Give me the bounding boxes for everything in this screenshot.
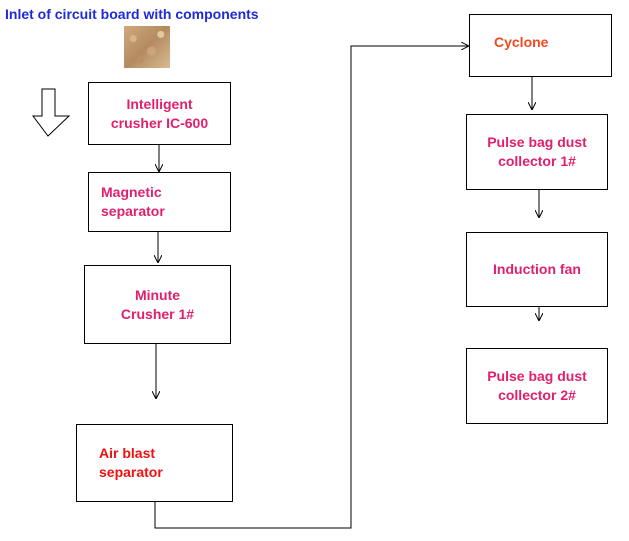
node-minute-crusher: Minute Crusher 1# (84, 265, 231, 344)
node-air-blast-separator-label: Air blast separator (99, 445, 163, 480)
node-intelligent-crusher-label: Intelligent crusher IC-600 (110, 95, 209, 131)
node-air-blast-separator: Air blast separator (76, 424, 233, 502)
inlet-arrow-icon (32, 88, 71, 137)
circuit-board-photo (124, 26, 170, 68)
node-pulse-bag-2: Pulse bag dust collector 2# (466, 348, 608, 424)
node-cyclone-label: Cyclone (494, 34, 549, 50)
node-magnetic-separator: Magnetic separator (88, 172, 231, 232)
node-induction-fan: Induction fan (466, 232, 608, 307)
node-pulse-bag-2-label: Pulse bag dust collector 2# (487, 368, 587, 403)
node-cyclone: Cyclone (469, 14, 612, 77)
node-intelligent-crusher: Intelligent crusher IC-600 (88, 82, 231, 145)
node-pulse-bag-1-label: Pulse bag dust collector 1# (487, 134, 587, 169)
arrow-airblast-to-cyclone (154, 46, 468, 529)
node-pulse-bag-1: Pulse bag dust collector 1# (466, 114, 608, 190)
node-minute-crusher-label: Minute Crusher 1# (120, 286, 195, 322)
node-induction-fan-label: Induction fan (493, 261, 581, 277)
diagram-title: Inlet of circuit board with components (5, 6, 259, 22)
node-magnetic-separator-label: Magnetic separator (101, 184, 165, 219)
